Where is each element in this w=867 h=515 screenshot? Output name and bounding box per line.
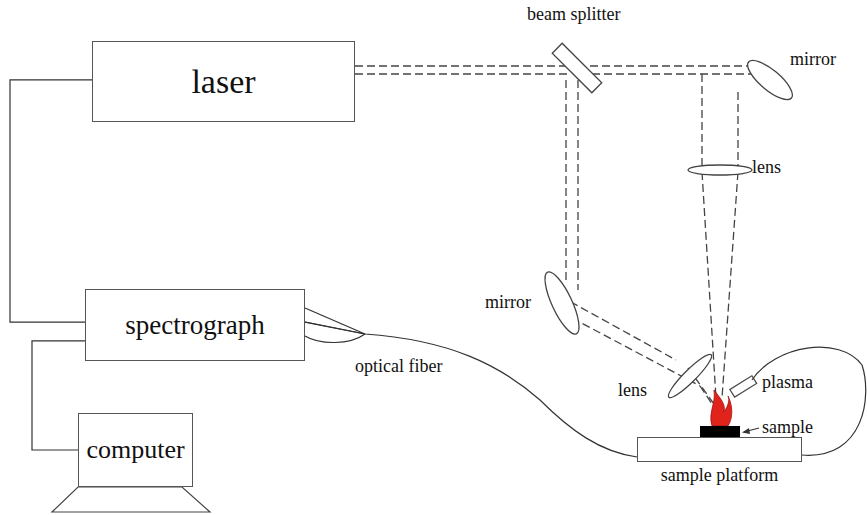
spectrograph-box: spectrograph	[85, 289, 305, 361]
leader-arrowhead	[742, 428, 750, 434]
sample-block	[700, 426, 740, 437]
node-text: laser	[191, 63, 255, 101]
node-text: sample platform	[661, 465, 778, 486]
part-label: lens	[752, 158, 781, 178]
part-label: sample	[762, 418, 813, 438]
part-label: mirror	[790, 50, 836, 70]
laptop-base	[52, 487, 210, 512]
part-label: plasma	[762, 373, 813, 393]
node-text: spectrograph	[125, 310, 264, 341]
connector-line	[10, 80, 92, 322]
connector-line	[305, 322, 637, 457]
sample-platform: sample platform	[637, 437, 802, 462]
part-label: mirror	[485, 293, 531, 313]
lens-symbol	[665, 351, 716, 402]
laser-box: laser	[92, 41, 355, 122]
fiber-fan	[305, 308, 365, 343]
part-label: lens	[618, 381, 647, 401]
plasma-flame	[711, 390, 732, 426]
node-text: computer	[86, 435, 184, 465]
mirror-symbol	[539, 268, 586, 338]
computer-screen: computer	[78, 413, 193, 487]
part-label: beam splitter	[527, 5, 620, 25]
mirror-symbol	[742, 54, 798, 105]
beam-splitter	[552, 43, 601, 92]
part-label: optical fiber	[355, 357, 442, 377]
lens-symbol	[688, 165, 752, 175]
